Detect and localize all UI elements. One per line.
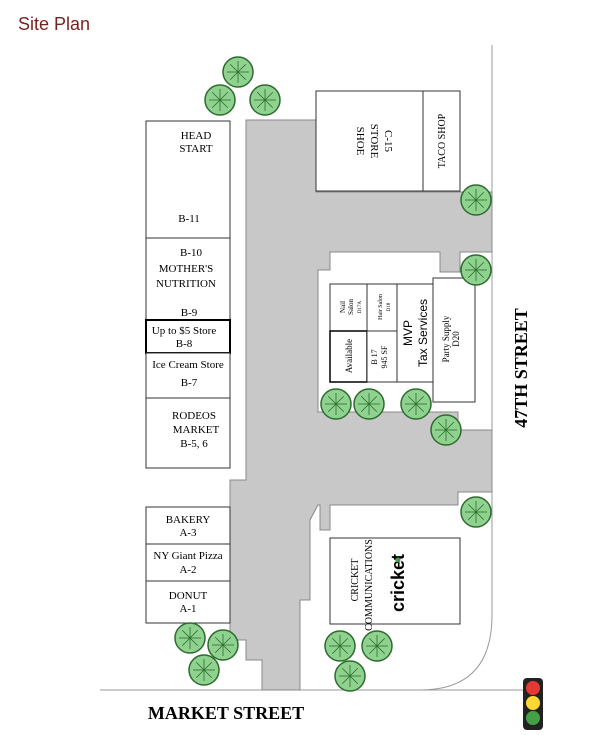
head-start-line2: START	[179, 143, 213, 155]
store-mvp	[396, 283, 434, 383]
party-line1: Party Supply	[441, 315, 451, 362]
head-start-line1: HEAD	[181, 130, 212, 142]
tree-icon	[204, 84, 236, 116]
cricket-logo: cricket	[388, 554, 408, 612]
b17-line1: B 17	[370, 349, 379, 364]
tree-icon	[320, 388, 352, 420]
traffic-light-green	[526, 711, 540, 725]
store-donut	[145, 580, 231, 624]
bakery-line2: A-3	[179, 527, 197, 539]
donut-line1: DONUT	[169, 590, 208, 602]
taco-shop-label: TACO SHOP	[437, 113, 448, 168]
market-street-label: MARKET STREET	[148, 703, 304, 723]
mothers-unit: B-9	[181, 307, 198, 319]
tree-icon	[400, 388, 432, 420]
store-ny-pizza	[145, 543, 231, 582]
mothers-line3: NUTRITION	[156, 278, 216, 290]
icecream-line1: Ice Cream Store	[152, 359, 224, 371]
parking-lot	[229, 119, 493, 691]
traffic-light-icon	[523, 678, 543, 730]
mvp-line1: MVP	[401, 320, 415, 346]
b17-line2: 945 SF	[380, 345, 389, 368]
store-ice-cream	[145, 352, 231, 399]
tree-icon	[430, 414, 462, 446]
rodeos-line2: MARKET	[173, 424, 220, 436]
store-nail-salon	[329, 283, 368, 332]
mvp-line2: Tax Services	[416, 299, 430, 367]
mothers-line2: MOTHER'S	[159, 263, 214, 275]
head-start-unit: B-11	[178, 213, 200, 225]
47th-street-label: 47TH STREET	[511, 308, 531, 428]
party-line2: D20	[451, 331, 461, 347]
tree-icon	[353, 388, 385, 420]
tree-icon	[460, 496, 492, 528]
tree-icon	[188, 654, 220, 686]
shoe-line3: C-15	[382, 130, 394, 153]
tree-icon	[174, 622, 206, 654]
nail-line1: Nail	[339, 301, 347, 313]
shoe-line2: STORE	[368, 124, 380, 159]
store-head-start	[145, 120, 231, 239]
nail-line2: Salon	[347, 299, 355, 315]
store-available	[329, 330, 368, 383]
rodeos-line1: RODEOS	[172, 410, 216, 422]
page-title: Site Plan	[18, 14, 91, 34]
store-party-supply	[432, 277, 476, 403]
tree-icon	[222, 56, 254, 88]
tree-icon	[361, 630, 393, 662]
pizza-line2: A-2	[179, 564, 196, 576]
tree-icon	[324, 630, 356, 662]
tree-icon	[207, 629, 239, 661]
hair-line2: D18	[387, 302, 392, 311]
tree-icon	[460, 184, 492, 216]
donut-line2: A-1	[179, 603, 196, 615]
traffic-light-yellow	[526, 696, 540, 710]
store-b17	[366, 330, 398, 383]
tree-icon	[334, 660, 366, 692]
trees-layer	[174, 56, 492, 692]
cricket-line1: CRICKET	[350, 559, 361, 602]
tree-icon	[249, 84, 281, 116]
tree-icon	[460, 254, 492, 286]
store-rodeos	[145, 397, 231, 469]
cricket-logo-dot	[395, 557, 401, 563]
shoe-line1: SHOE	[354, 127, 366, 156]
store-shoe	[315, 90, 424, 192]
47th-street-edge	[419, 45, 493, 691]
icecream-line2: B-7	[181, 377, 198, 389]
rodeos-line3: B-5, 6	[180, 438, 208, 450]
up5-line1: Up to $5 Store	[152, 325, 217, 337]
mothers-line1: B-10	[180, 247, 203, 259]
cricket-line2: COMMUNICATIONS	[364, 539, 375, 631]
pizza-line1: NY Giant Pizza	[153, 550, 222, 562]
bakery-line1: BAKERY	[166, 514, 211, 526]
traffic-light-red	[526, 681, 540, 695]
hair-line1: Hair Salon	[378, 294, 384, 320]
up5-line2: B-8	[176, 338, 193, 350]
available-label: Available	[344, 339, 354, 373]
store-cricket	[329, 537, 461, 625]
nail-line3: D17A	[358, 301, 363, 314]
store-taco	[422, 90, 461, 192]
store-bakery	[145, 506, 231, 545]
